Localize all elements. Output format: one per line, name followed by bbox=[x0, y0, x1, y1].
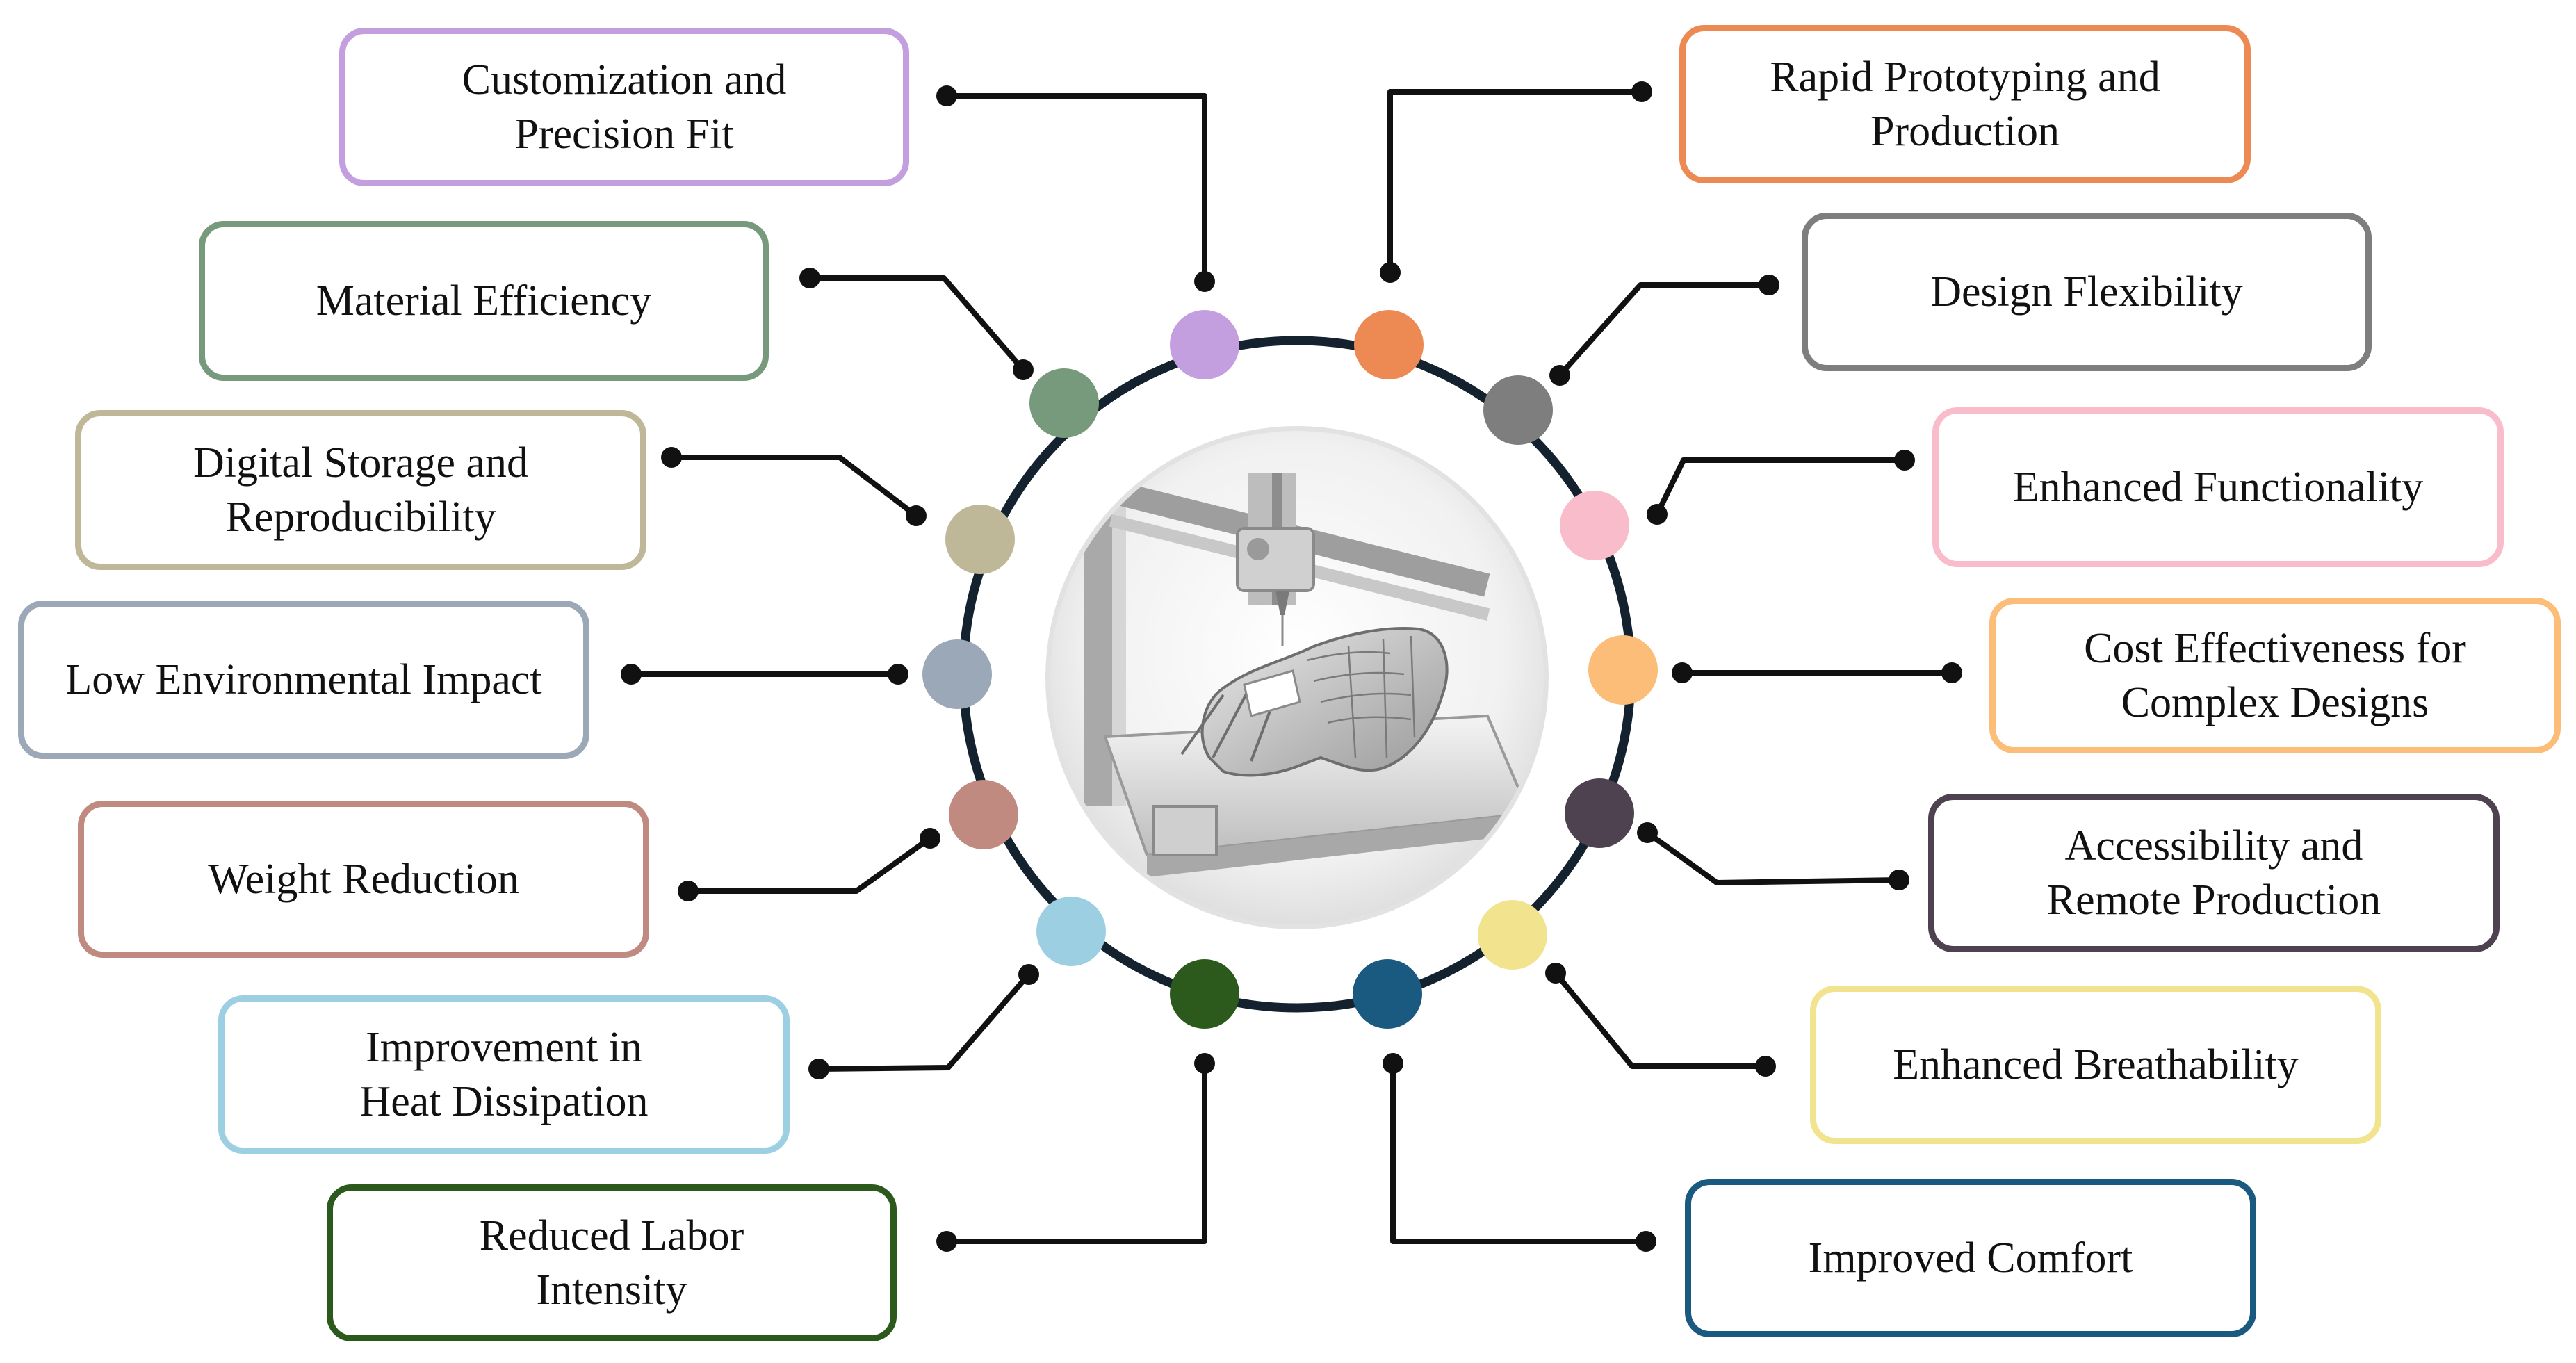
ring-dot-improved-comfort bbox=[1353, 959, 1422, 1029]
connector-end-digital-storage-1 bbox=[906, 505, 927, 526]
label-box-enhanced-breathability: Enhanced Breathability bbox=[1810, 986, 2381, 1144]
connector-design-flexibility bbox=[1558, 282, 1769, 377]
connector-enhanced-breathability bbox=[1553, 971, 1766, 1069]
connector-end-enhanced-functionality-1 bbox=[1647, 504, 1668, 525]
label-text-cost-effectiveness: Cost Effectiveness for Complex Designs bbox=[2084, 625, 2466, 726]
connector-end-material-efficiency-1 bbox=[1013, 359, 1034, 380]
connector-end-cost-effectiveness-0 bbox=[1672, 662, 1693, 683]
connector-end-low-environmental-impact-0 bbox=[621, 664, 642, 685]
label-text-low-environmental-impact: Low Environmental Impact bbox=[65, 656, 542, 703]
connector-end-rapid-prototyping-1 bbox=[1380, 262, 1401, 283]
label-text-weight-reduction: Weight Reduction bbox=[208, 856, 519, 903]
connector-end-accessibility-1 bbox=[1889, 870, 1909, 890]
connector-end-low-environmental-impact-1 bbox=[888, 664, 908, 685]
ring-dot-accessibility bbox=[1565, 778, 1634, 848]
ring-dot-low-environmental-impact bbox=[922, 639, 992, 709]
connector-digital-storage bbox=[671, 455, 918, 519]
label-box-customization: Customization and Precision Fit bbox=[339, 28, 909, 186]
connector-end-improved-comfort-0 bbox=[1383, 1053, 1403, 1074]
connector-end-heat-dissipation-0 bbox=[808, 1059, 829, 1079]
ring-dot-reduced-labor bbox=[1170, 959, 1239, 1029]
connector-end-reduced-labor-0 bbox=[936, 1231, 957, 1252]
label-box-weight-reduction: Weight Reduction bbox=[78, 801, 649, 958]
ring-dot-rapid-prototyping bbox=[1354, 310, 1424, 379]
label-text-improved-comfort: Improved Comfort bbox=[1808, 1234, 2133, 1282]
connector-end-cost-effectiveness-1 bbox=[1941, 662, 1962, 683]
ring-dot-digital-storage bbox=[945, 505, 1015, 574]
connector-heat-dissipation bbox=[818, 972, 1032, 1072]
ring-dot-cost-effectiveness bbox=[1588, 635, 1658, 705]
label-text-reduced-labor: Reduced Labor Intensity bbox=[479, 1212, 744, 1314]
label-box-improved-comfort: Improved Comfort bbox=[1685, 1179, 2256, 1337]
label-box-accessibility: Accessibility and Remote Production bbox=[1928, 794, 2500, 952]
ring-dots bbox=[922, 310, 1658, 1029]
label-box-reduced-labor: Reduced Labor Intensity bbox=[327, 1184, 897, 1341]
connector-end-enhanced-functionality-0 bbox=[1894, 450, 1915, 471]
connector-lines bbox=[621, 81, 1962, 1252]
printer-hand-illustration bbox=[1045, 426, 1549, 929]
connector-end-heat-dissipation-1 bbox=[1018, 964, 1039, 985]
label-text-material-efficiency: Material Efficiency bbox=[316, 277, 652, 325]
connector-end-customization-0 bbox=[936, 85, 957, 106]
connector-improved-comfort bbox=[1390, 1063, 1646, 1244]
connector-end-reduced-labor-1 bbox=[1194, 1053, 1215, 1074]
connector-end-digital-storage-0 bbox=[661, 447, 682, 468]
ring-dot-heat-dissipation bbox=[1036, 897, 1106, 966]
label-box-design-flexibility: Design Flexibility bbox=[1802, 213, 2372, 371]
connector-end-material-efficiency-0 bbox=[799, 268, 820, 288]
connector-end-improved-comfort-1 bbox=[1636, 1231, 1656, 1252]
connector-end-weight-reduction-0 bbox=[678, 881, 699, 901]
ring-dot-design-flexibility bbox=[1483, 375, 1553, 445]
connector-end-enhanced-breathability-0 bbox=[1545, 963, 1566, 984]
connector-material-efficiency bbox=[810, 275, 1026, 372]
connector-end-customization-1 bbox=[1194, 271, 1215, 292]
label-box-heat-dissipation: Improvement in Heat Dissipation bbox=[218, 995, 790, 1154]
label-text-accessibility: Accessibility and Remote Production bbox=[2046, 822, 2381, 924]
connector-enhanced-functionality bbox=[1654, 457, 1905, 516]
connector-customization bbox=[947, 93, 1207, 281]
label-box-low-environmental-impact: Low Environmental Impact bbox=[18, 601, 589, 759]
label-box-rapid-prototyping: Rapid Prototyping and Production bbox=[1679, 25, 2251, 183]
label-box-cost-effectiveness: Cost Effectiveness for Complex Designs bbox=[1989, 598, 2561, 753]
connector-rapid-prototyping bbox=[1387, 89, 1642, 272]
ring-dot-enhanced-breathability bbox=[1478, 900, 1547, 970]
connector-end-weight-reduction-1 bbox=[920, 828, 940, 849]
label-text-design-flexibility: Design Flexibility bbox=[1930, 268, 2243, 316]
label-text-heat-dissipation: Improvement in Heat Dissipation bbox=[359, 1024, 649, 1125]
connector-end-design-flexibility-0 bbox=[1759, 275, 1779, 295]
connector-end-design-flexibility-1 bbox=[1549, 365, 1570, 386]
label-box-material-efficiency: Material Efficiency bbox=[199, 221, 769, 381]
ring-dot-material-efficiency bbox=[1029, 368, 1099, 438]
connector-end-enhanced-breathability-1 bbox=[1755, 1056, 1776, 1077]
connector-end-accessibility-0 bbox=[1637, 822, 1658, 843]
connector-reduced-labor bbox=[947, 1063, 1207, 1244]
ring-dot-enhanced-functionality bbox=[1560, 491, 1629, 560]
connector-weight-reduction bbox=[688, 835, 932, 894]
ring-dot-customization bbox=[1170, 310, 1239, 379]
connector-end-rapid-prototyping-0 bbox=[1631, 81, 1652, 102]
label-text-digital-storage: Digital Storage and Reproducibility bbox=[193, 439, 529, 541]
ring-dot-weight-reduction bbox=[949, 780, 1018, 849]
label-text-rapid-prototyping: Rapid Prototyping and Production bbox=[1770, 54, 2160, 155]
label-text-enhanced-functionality: Enhanced Functionality bbox=[2012, 464, 2424, 511]
label-box-digital-storage: Digital Storage and Reproducibility bbox=[75, 410, 646, 570]
label-box-enhanced-functionality: Enhanced Functionality bbox=[1932, 407, 2504, 567]
label-text-enhanced-breathability: Enhanced Breathability bbox=[1893, 1041, 2299, 1088]
label-text-customization: Customization and Precision Fit bbox=[462, 56, 787, 158]
connector-accessibility bbox=[1645, 830, 1900, 885]
